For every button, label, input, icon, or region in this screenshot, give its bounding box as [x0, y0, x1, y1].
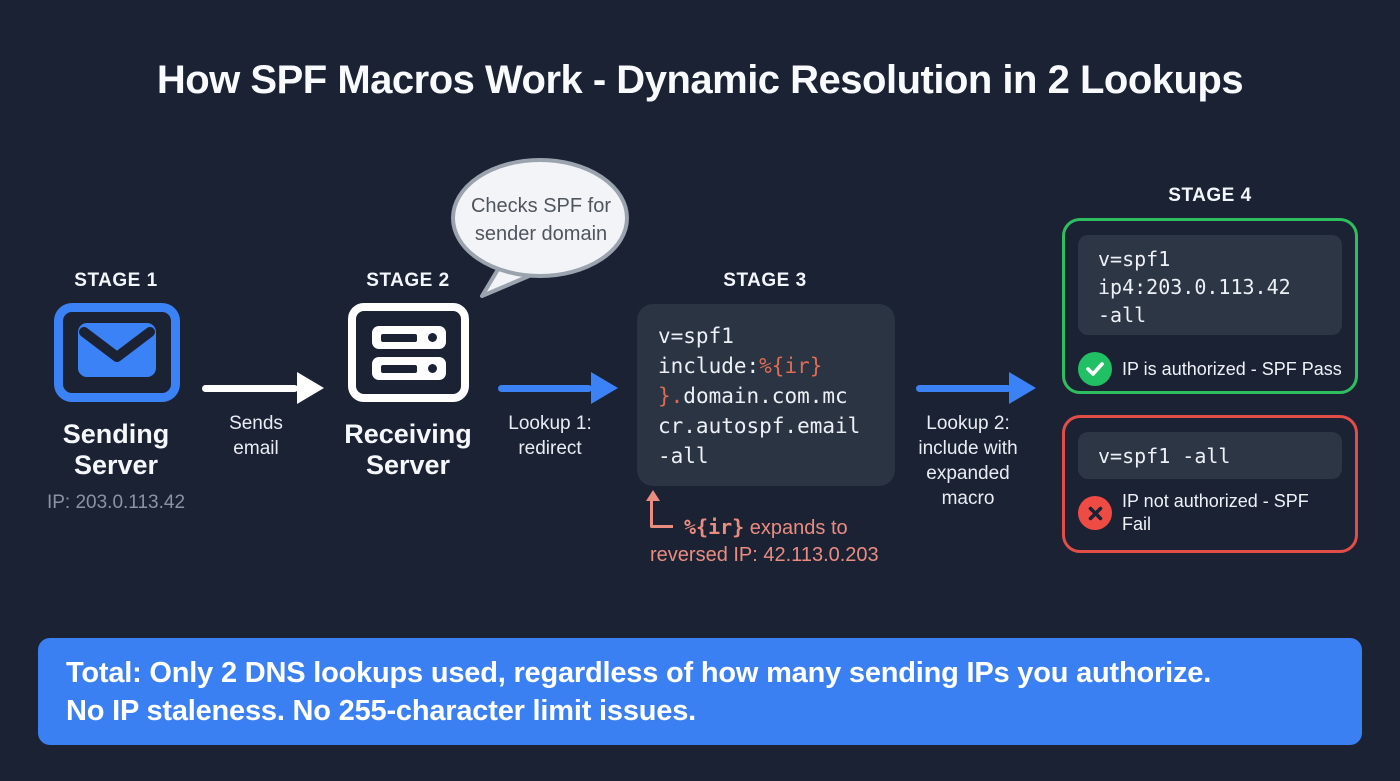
lookup2-arrow	[916, 385, 1011, 392]
server-dot-icon	[427, 363, 437, 373]
speech-bubble-text: Checks SPF for sender domain	[452, 192, 630, 248]
code-line: v=spf1	[658, 321, 895, 351]
speech-bubble	[451, 158, 629, 298]
spf-pass-box: v=spf1 ip4:203.0.113.42 -all IP is autho…	[1062, 218, 1358, 394]
code-text: domain.com.mc	[683, 384, 848, 408]
sends-email-arrow	[202, 385, 298, 392]
speech-bubble-line1: Checks SPF for	[470, 195, 612, 217]
lookup2-label-line2: include with	[918, 438, 1018, 459]
lookup2-arrowhead-icon	[1009, 372, 1036, 404]
code-text: -all	[1098, 303, 1147, 327]
spf-record-code-block: v=spf1 include:%{ir} }.domain.com.mc cr.…	[637, 304, 895, 486]
lookup2-label-line1: Lookup 2:	[926, 413, 1010, 434]
stage3-label: STAGE 3	[723, 270, 807, 291]
lookup2-label-line4: macro	[941, 488, 995, 509]
lookup1-arrow	[498, 385, 592, 392]
sending-server-title-line2: Server	[73, 450, 159, 480]
lookup1-label: Lookup 1: redirect	[490, 411, 610, 461]
code-text: include:	[658, 354, 760, 378]
code-text: ip4:203.0.113.42	[1098, 275, 1291, 299]
sending-server-title: Sending Server	[6, 419, 226, 481]
macro-token: }.	[658, 384, 684, 408]
lookup2-label: Lookup 2: include with expanded macro	[898, 411, 1038, 511]
sending-server-title-line1: Sending	[62, 419, 170, 449]
annotation-macro-token: %{ir}	[684, 515, 745, 539]
stage2-label: STAGE 2	[366, 270, 450, 291]
sending-server-ip: IP: 203.0.113.42	[46, 492, 186, 513]
code-line: -all	[658, 441, 895, 471]
macro-token: %{ir}	[759, 354, 823, 378]
sending-server-box	[54, 303, 180, 402]
stage1-label: STAGE 1	[74, 270, 158, 291]
fail-result-text: IP not authorized - SPF Fail	[1122, 491, 1309, 534]
server-dot-icon	[427, 332, 437, 342]
summary-line1: Total: Only 2 DNS lookups used, regardle…	[66, 657, 1212, 689]
spf-fail-box: v=spf1 -all IP not authorized - SPF Fail	[1062, 415, 1358, 553]
server-slot-icon	[380, 333, 417, 342]
lookup1-label-line1: Lookup 1:	[508, 413, 592, 434]
code-text: cr.autospf.email	[658, 414, 861, 438]
annotation-up-arrow-icon	[646, 490, 660, 501]
lookup1-label-line2: redirect	[518, 438, 582, 459]
sends-email-label-line2: email	[233, 438, 279, 459]
check-circle-icon	[1078, 352, 1112, 386]
receiving-server-title: Receiving Server	[298, 419, 518, 481]
stage4-label: STAGE 4	[1168, 185, 1252, 206]
envelope-icon	[78, 323, 156, 382]
x-circle-icon	[1078, 496, 1112, 530]
fail-code-block: v=spf1 -all	[1078, 432, 1342, 479]
pass-code-block: v=spf1 ip4:203.0.113.42 -all	[1078, 235, 1342, 335]
code-line: cr.autospf.email	[658, 411, 895, 441]
annotation-suffix: expands to	[744, 517, 848, 539]
code-text: -all	[658, 444, 709, 468]
code-text: v=spf1 -all	[1098, 444, 1231, 468]
receiving-server-title-line1: Receiving	[344, 419, 472, 449]
receiving-server-box	[348, 303, 469, 402]
server-bar-bottom	[371, 356, 446, 380]
summary-line2: No IP staleness. No 255-character limit …	[66, 695, 696, 727]
page-title: How SPF Macros Work - Dynamic Resolution…	[156, 58, 1244, 102]
macro-expansion-note: %{ir} expands to	[684, 515, 848, 540]
lookup1-arrowhead-icon	[591, 372, 618, 404]
code-line: include:%{ir}	[658, 351, 895, 381]
annotation-elbow-icon	[650, 500, 673, 528]
sends-email-label: Sends email	[196, 411, 316, 461]
reversed-ip-note: reversed IP: 42.113.0.203	[650, 544, 879, 566]
receiving-server-title-line2: Server	[365, 450, 451, 480]
code-text: v=spf1	[658, 324, 734, 348]
pass-result-text: IP is authorized - SPF Pass	[1122, 359, 1342, 379]
sends-email-arrowhead-icon	[297, 372, 324, 404]
sends-email-label-line1: Sends	[229, 413, 283, 434]
code-line: }.domain.com.mc	[658, 381, 895, 411]
speech-bubble-line2: sender domain	[474, 223, 608, 245]
server-bar-top	[371, 325, 446, 349]
code-text: v=spf1	[1098, 247, 1171, 271]
summary-banner: Total: Only 2 DNS lookups used, regardle…	[38, 638, 1362, 745]
lookup2-label-line3: expanded	[926, 463, 1010, 484]
server-slot-icon	[380, 364, 417, 373]
